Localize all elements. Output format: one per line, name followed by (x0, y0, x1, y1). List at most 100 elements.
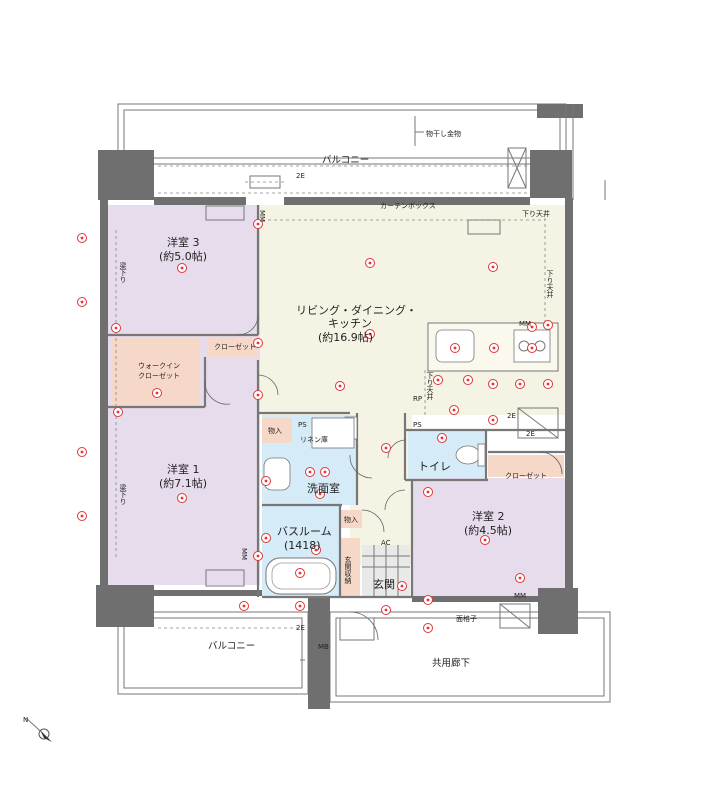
outlet-marker-core (264, 479, 268, 483)
shoe-storage-label: 玄関収納 (344, 555, 352, 585)
outlet-marker-core (453, 346, 457, 350)
entrance-label: 玄関 (373, 577, 395, 591)
corridor-label: 共用廊下 (432, 657, 470, 669)
beam-label-2: 梁下り (119, 483, 127, 505)
outlet-marker-core (256, 554, 260, 558)
outlet-marker-core (256, 393, 260, 397)
mm-label-3: MM (514, 592, 526, 600)
bedroom3-size: (約5.0帖) (159, 249, 207, 263)
ps-label-1: PS (298, 421, 307, 429)
outlet-marker-core (298, 604, 302, 608)
balcony-bottom-label: バルコニー (208, 641, 255, 652)
outlet-marker-core (180, 266, 184, 270)
2e-label-4: 2E (296, 624, 305, 632)
outlet-marker-core (242, 604, 246, 608)
outlet-marker-core (518, 576, 522, 580)
ac-boxes (205, 175, 559, 641)
2e-label-1: 2E (296, 172, 305, 180)
toilet-label: トイレ (418, 460, 451, 473)
outlet-marker-core (466, 378, 470, 382)
outlet-marker-core (384, 608, 388, 612)
outlet-marker-core (298, 571, 302, 575)
ps-label-2: PS (413, 421, 422, 429)
outlet-marker-core (368, 261, 372, 265)
compass-label: N (23, 716, 28, 724)
closet-bedroom2-label: クローゼット (505, 471, 547, 480)
beam-label-1: 梁下り (119, 261, 127, 283)
balcony-top-label: バルコニー (322, 155, 369, 166)
outlet-marker-core (491, 382, 495, 386)
linen-label: リネン庫 (300, 435, 328, 444)
doors (204, 314, 563, 641)
outlet-marker-core (491, 265, 495, 269)
toilet-fixture (455, 443, 486, 467)
mm-label-4: MM (519, 320, 531, 328)
outlet-marker-core (491, 418, 495, 422)
outlet-marker-core (492, 346, 496, 350)
outlet-marker-core (80, 236, 84, 240)
structural-walls (96, 150, 578, 709)
outlet-marker-core (483, 538, 487, 542)
balcony-top-outline (117, 103, 606, 200)
outlet-marker-core (530, 325, 534, 329)
outlet-marker-core (338, 384, 342, 388)
outlet-marker-core (518, 382, 522, 386)
outlet-marker-core (426, 490, 430, 494)
laundry-area (311, 417, 355, 449)
lowered-ceiling-label-2: 下り天井 (546, 270, 554, 299)
closet-bedroom3-label: クローゼット (214, 342, 256, 351)
ceiling-lines (115, 212, 546, 560)
outlet-marker-core (308, 470, 312, 474)
storage-lower-label: 物入 (344, 515, 358, 524)
mm-label-2: MM (240, 548, 248, 560)
outlet-marker-core (452, 408, 456, 412)
partitions (108, 205, 565, 599)
outlet-marker-core (155, 391, 159, 395)
storage-upper-label: 物入 (268, 426, 282, 435)
lowered-ceiling-label-1: 下り天井 (522, 209, 550, 218)
bedroom3-name: 洋室 3 (167, 235, 200, 249)
outlet-marker-core (116, 410, 120, 414)
outlet-marker-core (440, 436, 444, 440)
curtain-box-label: カーテンボックス (380, 202, 436, 210)
ldk-name-2: キッチン (328, 317, 372, 330)
outlet-marker-core (546, 323, 550, 327)
rp-label: RP (413, 395, 422, 403)
outlet-marker-core (323, 470, 327, 474)
outlet-marker-core (530, 346, 534, 350)
ldk-name-1: リビング・ダイニング・ (296, 303, 417, 317)
outlet-marker-core (314, 548, 318, 552)
compass-icon: N (23, 716, 52, 742)
ac-label: AC (381, 539, 391, 547)
bedroom2-size: (約4.5帖) (464, 523, 512, 537)
washroom-label: 洗面室 (307, 481, 340, 495)
outlet-markers (77, 219, 553, 633)
ldk-size: (約16.9帖) (318, 330, 373, 344)
bedroom1-size: (約7.1帖) (159, 476, 207, 490)
outlet-marker-core (318, 492, 322, 496)
outlet-marker-core (80, 300, 84, 304)
outlet-marker-core (368, 332, 372, 336)
2e-label-3: 2E (526, 430, 535, 438)
outlet-marker-core (436, 378, 440, 382)
outlet-marker-core (384, 446, 388, 450)
room-fills (108, 205, 568, 598)
bedroom2-name: 洋室 2 (472, 509, 505, 523)
outlet-marker-core (546, 382, 550, 386)
outlet-marker-core (80, 450, 84, 454)
outlet-marker-core (256, 341, 260, 345)
mb-label: MB (318, 643, 329, 651)
walkin-label-1: ウォークイン (138, 362, 180, 370)
lattice-label: 面格子 (456, 614, 477, 623)
mm-label-1: MM (258, 210, 266, 222)
bathroom-size: (1418) (284, 539, 321, 552)
2e-label-2: 2E (507, 412, 516, 420)
laundry-hardware-label: 物干し金物 (426, 129, 461, 138)
outlet-marker-core (256, 222, 260, 226)
outlet-marker-core (264, 536, 268, 540)
outlet-marker-core (80, 514, 84, 518)
outlet-marker-core (114, 326, 118, 330)
balcony-bottom-outline (117, 611, 611, 703)
bedroom1-name: 洋室 1 (167, 462, 200, 476)
